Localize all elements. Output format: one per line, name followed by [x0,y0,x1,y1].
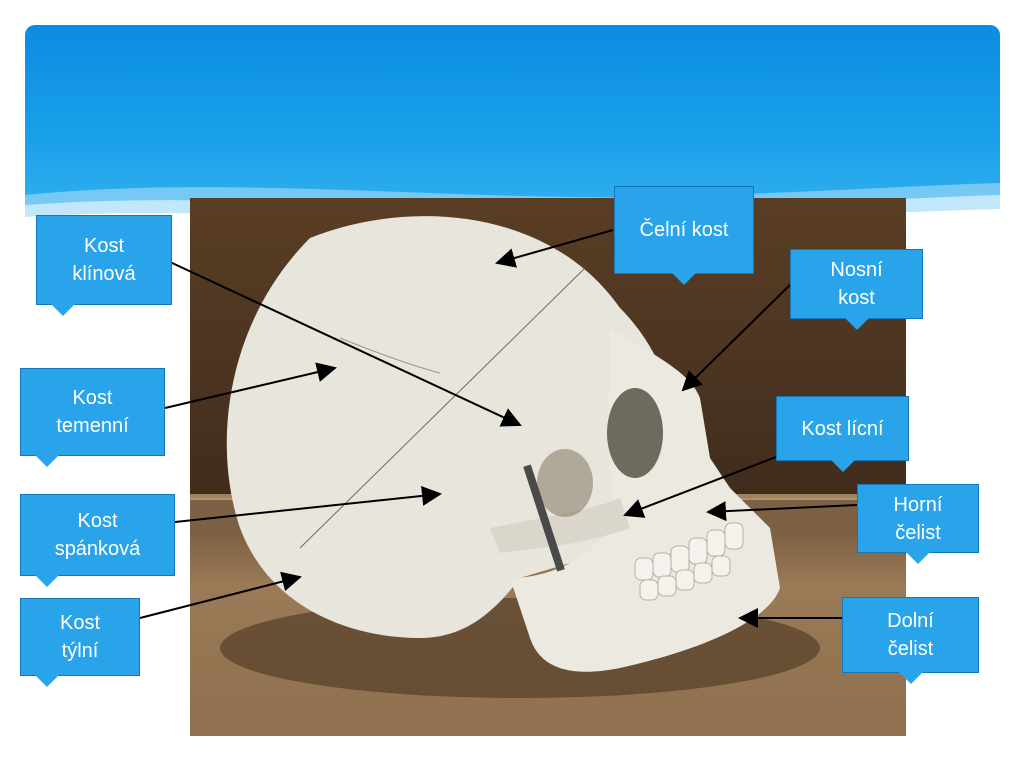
label-nasal: Nosní kost [790,249,923,330]
label-occipital: Kost týlní [20,598,140,687]
label-frontal: Čelní kost [614,186,754,285]
label-zygomatic: Kost lícní [776,396,909,472]
arrow-occipital [139,571,302,619]
arrow-nasal [681,281,794,392]
arrow-parietal [164,362,337,409]
label-maxilla: Horní čelist [857,484,979,564]
label-sphenoid: Kost klínová [36,215,172,316]
arrow-frontal [495,229,614,268]
arrow-maxilla [706,501,858,522]
arrow-sphenoid [169,261,522,427]
arrow-temporal [174,485,442,523]
label-temporal: Kost spánková [20,494,175,587]
label-mandible: Dolní čelist [842,597,979,684]
label-parietal: Kost temenní [20,368,165,467]
arrow-zygomatic [623,456,777,518]
